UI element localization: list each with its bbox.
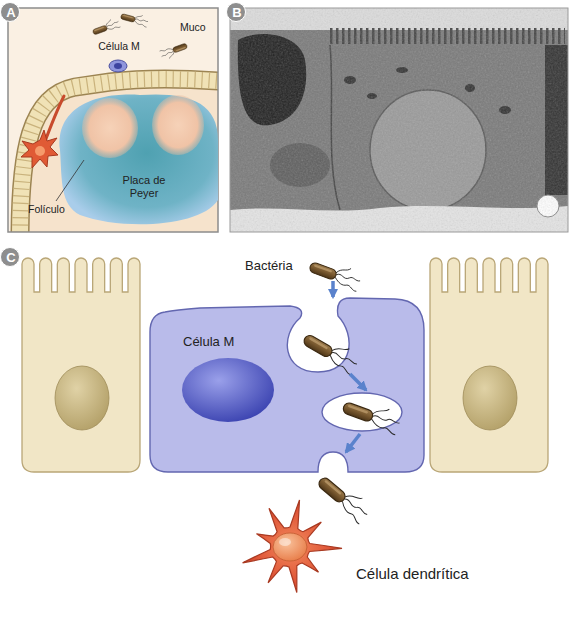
peyer-patch: Placa de Peyer bbox=[50, 92, 218, 228]
follicle bbox=[152, 95, 204, 155]
m-cell-nucleus bbox=[114, 63, 122, 69]
dendritic-cell bbox=[21, 130, 58, 168]
micrograph-texture bbox=[230, 8, 568, 232]
flow-arrow bbox=[331, 281, 335, 297]
follicle bbox=[82, 98, 138, 158]
m-cell: Célula M bbox=[90, 37, 148, 73]
micrograph-base bbox=[230, 8, 568, 232]
nucleus-highlight bbox=[279, 538, 291, 546]
peyer-patch-shape bbox=[60, 94, 218, 224]
lamina-propria bbox=[20, 79, 218, 232]
node-label: Célula M bbox=[183, 335, 234, 350]
dendritic-nucleus bbox=[273, 533, 307, 561]
part-label: Muco bbox=[180, 21, 206, 33]
node-label: Célula M bbox=[90, 40, 148, 52]
panel-letter: C bbox=[0, 247, 20, 267]
panel-a-frame bbox=[8, 8, 218, 232]
node-label: A bbox=[1, 3, 21, 23]
bacterium bbox=[341, 394, 403, 435]
node-label: Placa de Peyer bbox=[120, 174, 168, 199]
node-label: Bactéria bbox=[245, 259, 293, 274]
panel-letter: B bbox=[226, 2, 246, 22]
epithelial-cell bbox=[22, 258, 140, 472]
m-cell-shape bbox=[150, 298, 424, 472]
micrograph bbox=[230, 8, 568, 232]
epithelial-nucleus bbox=[463, 366, 517, 430]
bacterium bbox=[307, 255, 363, 291]
epithelium-layer bbox=[20, 79, 218, 232]
dendritic-cell-shape bbox=[243, 500, 342, 593]
epithelial-cell bbox=[430, 258, 548, 472]
node-label: C bbox=[1, 248, 21, 268]
panel-b-frame bbox=[230, 8, 568, 232]
peyer-art bbox=[60, 94, 218, 224]
node-label: B bbox=[227, 3, 247, 23]
node-label: Célula dendrítica bbox=[356, 565, 469, 582]
bacterium bbox=[300, 327, 361, 375]
node-outline bbox=[50, 92, 218, 228]
epithelial-nucleus bbox=[55, 366, 109, 430]
panel-letter: A bbox=[0, 2, 20, 22]
m-cell: Célula M bbox=[145, 297, 430, 477]
bacterium-group: Bactéria bbox=[245, 255, 345, 281]
bacterium bbox=[160, 42, 189, 61]
dendritic-cell: Célula dendrítica bbox=[228, 495, 513, 590]
bacterium bbox=[120, 10, 149, 27]
dendritic-nucleus bbox=[35, 146, 45, 156]
transport-arrow bbox=[350, 374, 366, 390]
epithelial-cells bbox=[22, 258, 548, 472]
m-cell-shape bbox=[109, 60, 127, 72]
transport-arrow bbox=[346, 434, 360, 452]
m-cell-nucleus bbox=[182, 358, 274, 422]
bacterium bbox=[91, 17, 120, 36]
epithelial-cell-borders bbox=[20, 79, 218, 232]
part-label: Folículo bbox=[28, 203, 65, 215]
m-cell-art bbox=[150, 298, 424, 524]
node-outline bbox=[145, 297, 430, 477]
bacterium bbox=[315, 470, 374, 524]
panel-a-art bbox=[20, 10, 218, 232]
epithelium-outline bbox=[20, 79, 218, 232]
